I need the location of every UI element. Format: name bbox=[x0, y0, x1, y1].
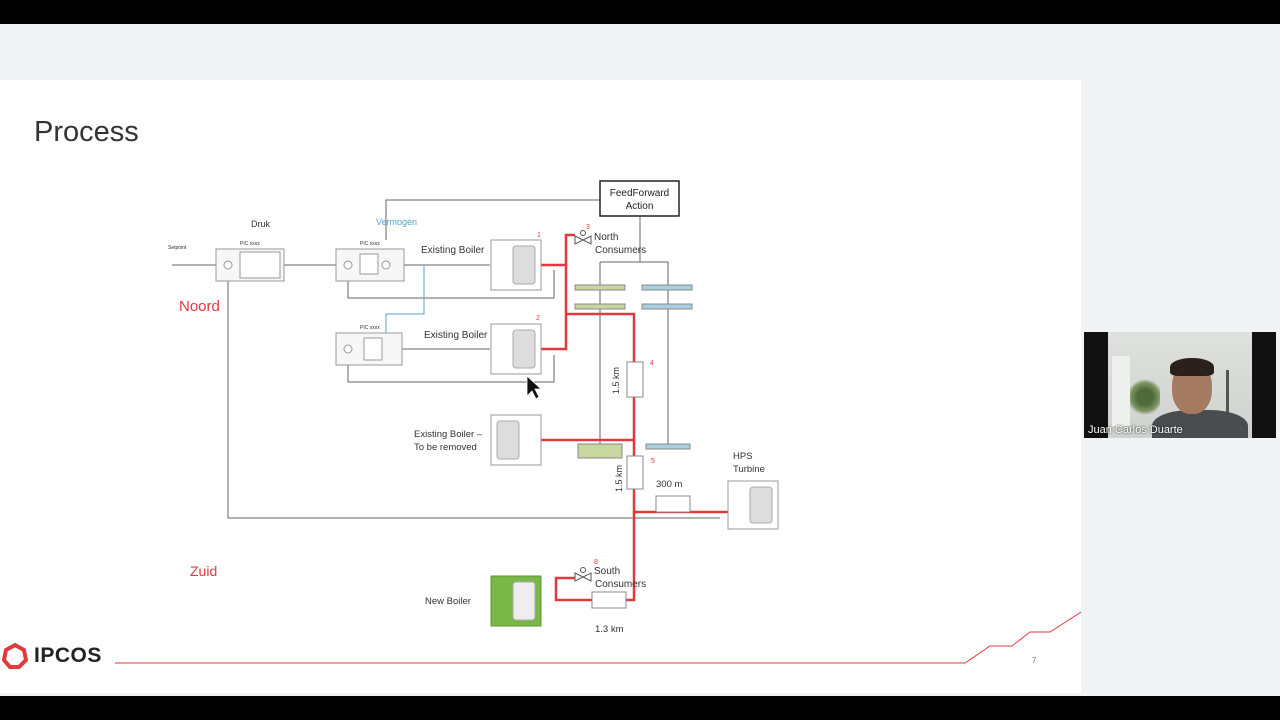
consumer-frame bbox=[599, 216, 669, 445]
svg-text:3: 3 bbox=[586, 224, 590, 231]
svg-text:South: South bbox=[594, 566, 620, 577]
video-feed bbox=[1108, 332, 1252, 438]
svg-text:5: 5 bbox=[651, 458, 655, 465]
mouse-cursor-icon bbox=[526, 375, 543, 400]
ipcos-logo-icon bbox=[2, 643, 28, 669]
valve-icon bbox=[574, 230, 592, 582]
svg-text:Consumers: Consumers bbox=[595, 245, 646, 256]
svg-text:1.3 km: 1.3 km bbox=[595, 624, 624, 635]
svg-text:1.5 km: 1.5 km bbox=[611, 367, 621, 394]
svg-text:HPS: HPS bbox=[733, 451, 753, 462]
svg-text:Existing Boiler –: Existing Boiler – bbox=[414, 429, 483, 440]
svg-text:1.5 km: 1.5 km bbox=[614, 465, 624, 492]
svg-text:Druk: Druk bbox=[251, 219, 271, 229]
svg-text:FeedForward: FeedForward bbox=[610, 188, 669, 199]
slide-title: Process bbox=[34, 116, 139, 148]
svg-text:2: 2 bbox=[536, 315, 540, 322]
svg-text:To be removed: To be removed bbox=[414, 442, 477, 453]
feedforward-line bbox=[385, 199, 600, 240]
presentation-slide: Process PIC xxxx PIC xxxx PIC x bbox=[0, 80, 1081, 693]
svg-text:4: 4 bbox=[650, 360, 654, 367]
pressure-feedback-line bbox=[227, 276, 720, 519]
svg-text:300 m: 300 m bbox=[656, 479, 682, 490]
svg-text:New Boiler: New Boiler bbox=[425, 596, 471, 607]
svg-text:Existing Boiler: Existing Boiler bbox=[424, 330, 488, 341]
svg-text:North: North bbox=[594, 232, 618, 243]
svg-text:1: 1 bbox=[537, 232, 541, 239]
page-number: 7 bbox=[1032, 656, 1037, 665]
svg-text:Existing Boiler: Existing Boiler bbox=[421, 245, 485, 256]
zuid-label: Zuid bbox=[190, 563, 217, 579]
svg-text:Turbine: Turbine bbox=[733, 464, 765, 475]
svg-text:PIC xxxx: PIC xxxx bbox=[360, 241, 380, 247]
svg-text:Setpoint: Setpoint bbox=[168, 245, 187, 251]
bottom-bar bbox=[0, 696, 1280, 720]
svg-text:8: 8 bbox=[594, 559, 598, 566]
process-diagram: PIC xxxx PIC xxxx PIC xxxx Setpoint Druk… bbox=[115, 180, 1081, 664]
footer-line bbox=[115, 611, 1081, 664]
participant-video-tile[interactable]: Juan Carlos Duarte bbox=[1084, 332, 1276, 438]
feedforward-box bbox=[599, 180, 680, 217]
top-bar bbox=[0, 0, 1280, 24]
svg-text:Consumers: Consumers bbox=[595, 579, 646, 590]
svg-text:Vermogen: Vermogen bbox=[376, 217, 417, 227]
steam-pipes bbox=[541, 233, 730, 602]
svg-text:PIC xxxx: PIC xxxx bbox=[240, 241, 260, 247]
noord-label: Noord bbox=[179, 298, 220, 315]
participant-name: Juan Carlos Duarte bbox=[1088, 424, 1183, 436]
vermogen-line bbox=[385, 265, 425, 340]
svg-text:PIC xxxx: PIC xxxx bbox=[360, 325, 380, 331]
svg-text:Action: Action bbox=[626, 201, 654, 212]
ipcos-logo: IPCOS bbox=[2, 643, 102, 669]
